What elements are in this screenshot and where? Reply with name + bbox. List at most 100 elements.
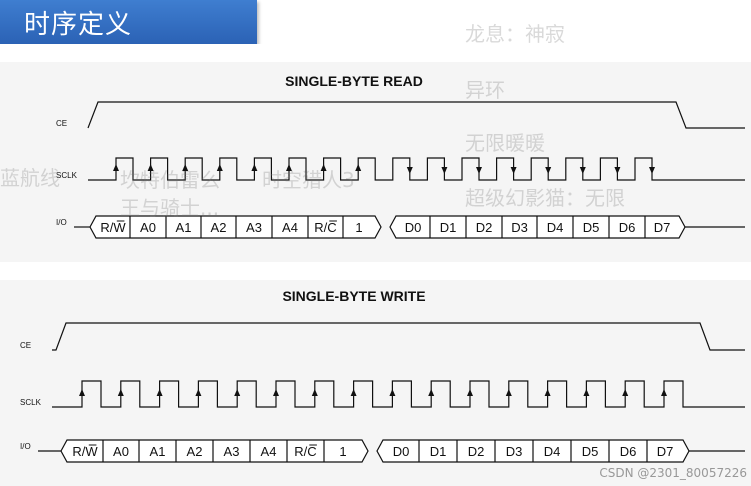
svg-text:D2: D2 (468, 444, 485, 459)
sclk-label: SCLK (20, 398, 42, 407)
rising-edge-arrow (355, 164, 362, 171)
rising-edge-arrow (182, 164, 189, 171)
io-cell-label: A3 (224, 444, 240, 459)
rising-edge-arrow (147, 164, 154, 171)
rising-edge-arrow (428, 389, 435, 396)
sclk-signal-line (52, 380, 745, 408)
io-cell-label: D2 (476, 220, 493, 235)
falling-edge-arrow (510, 167, 517, 174)
rising-edge-arrow (583, 389, 590, 396)
svg-text:D7: D7 (654, 220, 671, 235)
io-cell-label: D3 (511, 220, 528, 235)
svg-text:1: 1 (339, 444, 346, 459)
io-cell-label: D4 (547, 220, 564, 235)
io-cell-label: R/W (100, 220, 126, 235)
svg-text:D4: D4 (547, 220, 564, 235)
overlay-comment: 无限暖暖 (465, 131, 545, 155)
watermark: CSDN @2301_80057226 (599, 466, 747, 480)
sclk-signal-line (88, 157, 745, 181)
io-cell-label: R/C (314, 220, 337, 235)
overlay-comment: 时空猎人3 (262, 168, 355, 192)
rising-edge-arrow (286, 164, 292, 171)
svg-text:R/W: R/W (100, 220, 126, 235)
io-cell-label: D4 (544, 444, 561, 459)
io-cell-label: 1 (339, 444, 346, 459)
svg-text:A2: A2 (211, 220, 227, 235)
io-cell-label: D7 (657, 444, 674, 459)
overlay-comment: 异环 (465, 78, 505, 102)
io-cell-label: D5 (582, 444, 599, 459)
io-cell-label: D6 (619, 220, 636, 235)
io-cell-label: D3 (506, 444, 523, 459)
svg-text:D6: D6 (619, 220, 636, 235)
io-cell-label: A4 (261, 444, 277, 459)
svg-text:A1: A1 (176, 220, 192, 235)
falling-edge-arrow (614, 167, 621, 174)
io-cell-label: D2 (468, 444, 485, 459)
svg-text:R/C: R/C (314, 220, 336, 235)
io-cell-label: R/W (72, 444, 98, 459)
overlay-comment: 坎特伯雷么 (120, 168, 220, 192)
svg-text:D3: D3 (511, 220, 528, 235)
svg-text:D6: D6 (620, 444, 637, 459)
rising-edge-arrow (113, 164, 119, 171)
svg-text:A2: A2 (187, 444, 203, 459)
svg-text:D4: D4 (544, 444, 561, 459)
rising-edge-arrow (273, 389, 279, 396)
svg-text:D3: D3 (506, 444, 523, 459)
svg-text:A0: A0 (113, 444, 129, 459)
io-cell-label: A2 (211, 220, 227, 235)
io-cell-label: A4 (282, 220, 298, 235)
svg-text:D1: D1 (430, 444, 447, 459)
rising-edge-arrow (622, 389, 629, 396)
overlay-comment: 王与骑士... (120, 196, 220, 220)
rising-edge-arrow (505, 389, 512, 396)
falling-edge-arrow (406, 167, 413, 174)
svg-text:D5: D5 (583, 220, 600, 235)
rising-edge-arrow (661, 389, 667, 396)
rising-edge-arrow (79, 389, 85, 396)
svg-text:D0: D0 (405, 220, 422, 235)
io-cell-label: D5 (583, 220, 600, 235)
io-cell-label: A0 (113, 444, 129, 459)
rising-edge-arrow (251, 164, 258, 171)
rising-edge-arrow (389, 389, 396, 396)
io-cell-label: R/C (294, 444, 317, 459)
overlay-comment: 蓝航线 (0, 166, 60, 190)
page-title: 时序定义 (24, 10, 133, 40)
slide-top-area (0, 44, 751, 62)
svg-text:R/W: R/W (72, 444, 98, 459)
rising-edge-arrow (156, 389, 163, 396)
falling-edge-arrow (545, 167, 552, 174)
io-cell-label: A3 (246, 220, 262, 235)
svg-text:A0: A0 (140, 220, 156, 235)
io-cell-label: A0 (140, 220, 156, 235)
svg-text:D2: D2 (476, 220, 493, 235)
ce-signal-line (87, 101, 745, 129)
svg-text:D5: D5 (582, 444, 599, 459)
rising-edge-arrow (216, 164, 223, 171)
falling-edge-arrow (649, 167, 655, 174)
falling-edge-arrow (441, 167, 448, 174)
io-cell-label: D1 (440, 220, 457, 235)
diagram-title: SINGLE-BYTE READ (285, 73, 423, 89)
overlay-comment: 超级幻影猫：无限 (465, 186, 625, 210)
io-cell-label: D0 (393, 444, 410, 459)
rising-edge-arrow (467, 389, 473, 396)
io-cell-label: A1 (150, 444, 166, 459)
rising-edge-arrow (311, 389, 318, 396)
rising-edge-arrow (234, 389, 241, 396)
svg-text:1: 1 (355, 220, 362, 235)
io-cell-label: D0 (405, 220, 422, 235)
io-cell-label: D6 (620, 444, 637, 459)
ce-signal-line (52, 322, 745, 351)
title-bar: 时序定义 (0, 0, 257, 44)
io-cell-label: D7 (654, 220, 671, 235)
io-label: I/O (56, 218, 67, 227)
svg-text:A3: A3 (224, 444, 240, 459)
svg-text:R/C: R/C (294, 444, 316, 459)
